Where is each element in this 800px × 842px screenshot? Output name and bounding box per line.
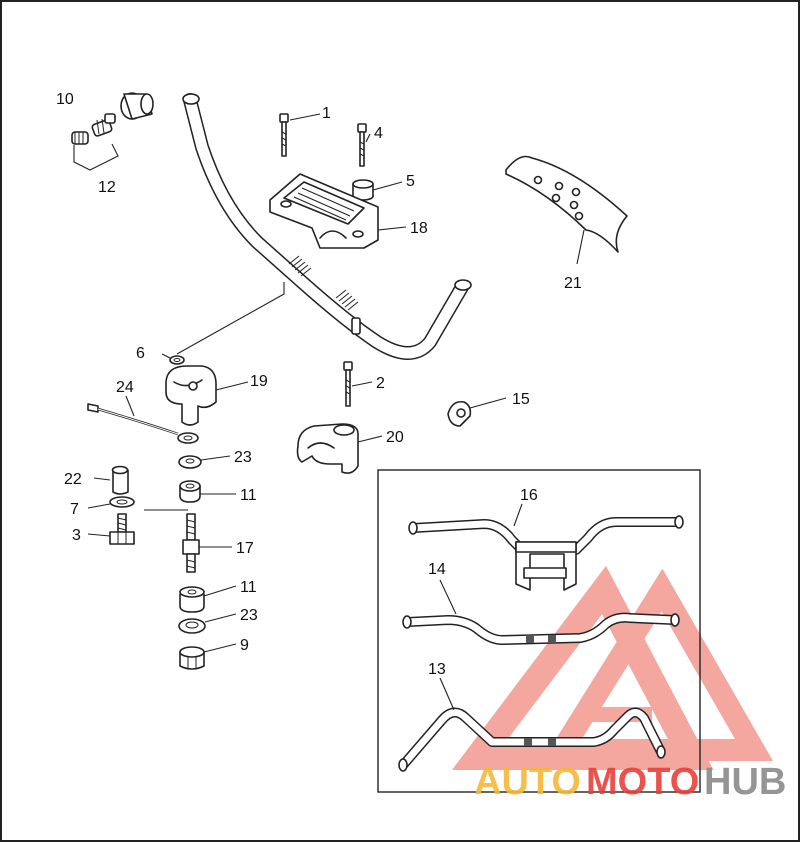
callout-3: 3 — [72, 527, 81, 544]
callout-16: 16 — [520, 487, 538, 504]
leader-24 — [125, 395, 135, 417]
callout-6: 6 — [136, 345, 145, 362]
callout-17: 17 — [236, 540, 254, 557]
callout-19: 19 — [250, 373, 268, 390]
callout-labels: 1 2 3 4 5 6 7 9 10 11 11 12 13 14 15 16 … — [56, 91, 582, 678]
leader-21 — [576, 229, 585, 265]
leader-5 — [372, 181, 403, 191]
leader-6 — [161, 353, 171, 359]
part-23-washer-lower — [178, 618, 206, 634]
part-20-riser — [296, 423, 359, 474]
part-7-lockwasher — [109, 496, 135, 508]
main-handlebar — [182, 93, 472, 360]
part-18-top-clamp — [269, 173, 379, 249]
callout-1: 1 — [322, 105, 331, 122]
leader-15 — [469, 397, 507, 409]
part-13-handlebar — [398, 707, 666, 772]
watermark-auto: AUTO — [474, 761, 581, 803]
leader-3 — [87, 533, 111, 537]
part-10-grip-nut — [71, 92, 154, 145]
alternate-handlebars-inset — [377, 469, 701, 793]
part-3-bolt — [109, 513, 135, 545]
part-15-clip — [447, 400, 472, 427]
leader-12 — [73, 143, 119, 171]
watermark-hub: HUB — [704, 761, 786, 803]
leader-1 — [289, 113, 321, 121]
callout-23-upper: 23 — [234, 449, 252, 466]
part-11-bushing-lower — [179, 586, 205, 613]
callout-7: 7 — [70, 501, 79, 518]
callout-22: 22 — [64, 471, 82, 488]
callout-15: 15 — [512, 391, 530, 408]
leader-23a — [200, 455, 231, 461]
callout-12: 12 — [98, 179, 116, 196]
callout-5: 5 — [406, 173, 415, 190]
part-9-nut — [179, 646, 205, 670]
part-19-riser — [165, 365, 217, 426]
callout-21: 21 — [564, 275, 582, 292]
part-11-bushing-upper — [179, 480, 201, 503]
callout-9: 9 — [240, 637, 249, 654]
callout-18: 18 — [410, 220, 428, 237]
watermark-moto: MOTO — [586, 761, 699, 803]
part-14-handlebar — [402, 612, 680, 645]
leader-22 — [93, 477, 111, 481]
watermark-text: AUTO MOTO HUB — [474, 761, 786, 803]
part-21-cover-plate — [505, 155, 628, 253]
leader-tube-to-6 — [176, 282, 285, 355]
callout-10: 10 — [56, 91, 74, 108]
leader-13 — [439, 677, 455, 711]
callout-23-lower: 23 — [240, 607, 258, 624]
part-4-bolt — [357, 123, 367, 167]
leader-20 — [357, 435, 383, 443]
leader-11b — [203, 585, 237, 597]
leader-4 — [365, 133, 371, 143]
leader-9 — [203, 643, 237, 653]
part-1-bolt — [279, 113, 289, 157]
callout-11-lower: 11 — [240, 579, 257, 596]
handlebar-knurl — [288, 255, 359, 311]
leader-23b — [204, 613, 237, 623]
leader-14 — [439, 579, 457, 615]
part-6-washer — [169, 355, 185, 365]
part-22-sleeve — [111, 465, 129, 495]
part-2-bolt — [343, 361, 353, 407]
callout-20: 20 — [386, 429, 404, 446]
callout-13: 13 — [428, 661, 446, 678]
callout-24: 24 — [116, 379, 134, 396]
leader-2 — [351, 381, 373, 387]
callout-2: 2 — [376, 375, 385, 392]
part-24-ground-wire — [87, 403, 199, 444]
leader-18 — [377, 226, 407, 231]
leader-7 — [87, 503, 111, 509]
leader-19 — [215, 381, 249, 391]
part-16-handlebar — [408, 515, 684, 591]
leader-16 — [513, 503, 523, 527]
callout-4: 4 — [374, 125, 383, 142]
callout-14: 14 — [428, 561, 446, 578]
part-17-stud — [182, 513, 200, 573]
callout-11-upper: 11 — [240, 487, 257, 504]
part-23-washer-upper — [178, 455, 202, 469]
